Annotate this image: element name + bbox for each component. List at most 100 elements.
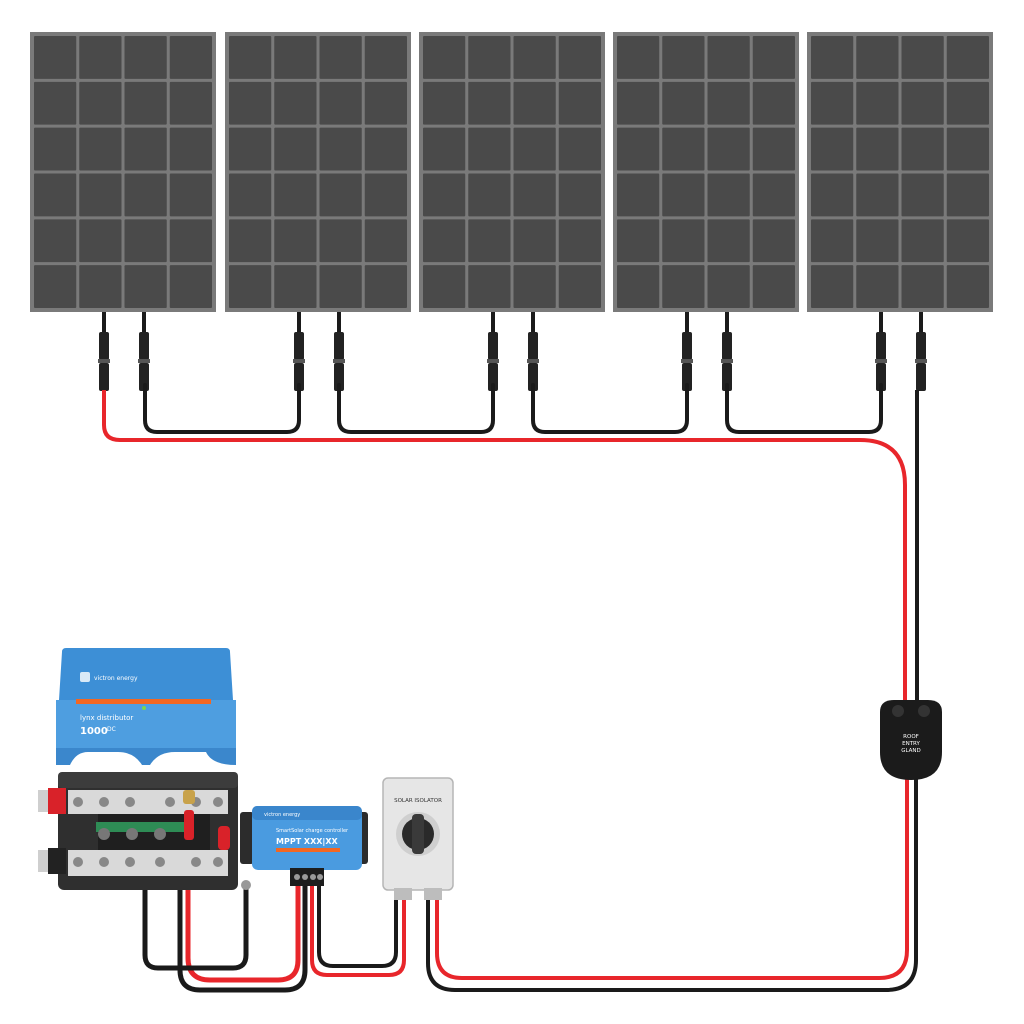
- pv-cell: [856, 173, 899, 217]
- pv-cell: [856, 36, 899, 79]
- mc4-connector-positive: [527, 312, 539, 391]
- mppt-brand-text: victron energy: [264, 812, 300, 818]
- pv-cell: [513, 265, 556, 308]
- mc4-connector-positive: [138, 312, 150, 391]
- victron-logo-icon: [80, 672, 90, 682]
- pv-cell: [169, 81, 212, 125]
- lynx-base: [38, 772, 238, 890]
- pv-cell: [707, 173, 750, 217]
- pv-cell: [124, 81, 167, 125]
- pv-cell: [124, 36, 167, 79]
- pv-cell: [662, 173, 705, 217]
- pv-cell: [319, 81, 362, 125]
- pv-cell: [364, 219, 407, 263]
- pv-cell: [662, 219, 705, 263]
- pv-cell: [558, 127, 601, 171]
- lynx-ground-cable: [142, 870, 249, 971]
- pv-cell: [468, 127, 511, 171]
- pv-cell: [811, 219, 854, 263]
- mppt-orange-stripe: [276, 848, 340, 852]
- pv-cell: [513, 219, 556, 263]
- pv-cell: [423, 173, 466, 217]
- pv-cell: [34, 265, 77, 308]
- pv-cell: [946, 81, 989, 125]
- pv-cell: [229, 173, 272, 217]
- pv-cell: [274, 127, 317, 171]
- pv-cell: [811, 81, 854, 125]
- pv-cell: [423, 36, 466, 79]
- pv-cell: [124, 219, 167, 263]
- pv-cell: [274, 219, 317, 263]
- pv-cell: [274, 81, 317, 125]
- pv-cell: [124, 265, 167, 308]
- pv-cell: [229, 219, 272, 263]
- pv-cell: [169, 127, 212, 171]
- mc4-connector-negative: [293, 312, 305, 391]
- pv-cell: [811, 36, 854, 79]
- pv-cell: [901, 173, 944, 217]
- pv-cell: [169, 173, 212, 217]
- pv-cell: [79, 127, 122, 171]
- pv-cell: [319, 127, 362, 171]
- pv-cell: [513, 81, 556, 125]
- pv-cell: [169, 265, 212, 308]
- solar-panel-1: [30, 32, 216, 312]
- pv-cell: [364, 265, 407, 308]
- gland-label-line3: GLAND: [901, 748, 921, 754]
- pv-cell: [423, 127, 466, 171]
- pv-cell: [34, 219, 77, 263]
- pv-cell: [34, 173, 77, 217]
- roof-entry-gland: ROOF ENTRY GLAND: [880, 700, 942, 780]
- pv-cell: [811, 265, 854, 308]
- pv-cell: [229, 265, 272, 308]
- mc4-connector-negative: [98, 312, 110, 391]
- pv-cell: [34, 81, 77, 125]
- isolator-to-mppt-negative: [317, 885, 398, 968]
- pv-cell: [946, 219, 989, 263]
- array-positive-wire: [102, 390, 907, 705]
- negative-busbar-cap: [48, 848, 66, 874]
- pv-cell: [79, 36, 122, 79]
- pv-cell: [752, 36, 795, 79]
- pv-cell: [856, 81, 899, 125]
- pv-cell: [364, 127, 407, 171]
- pv-cell: [707, 219, 750, 263]
- pv-cell: [617, 173, 660, 217]
- pv-cell: [856, 127, 899, 171]
- mc4-connector-positive: [333, 312, 345, 391]
- pv-cell: [752, 219, 795, 263]
- pv-cell: [513, 36, 556, 79]
- series-interconnect-wires: [143, 383, 883, 434]
- pv-cell: [946, 173, 989, 217]
- pv-cell: [79, 219, 122, 263]
- solar-panel-array: [30, 32, 993, 391]
- solar-isolator[interactable]: SOLAR ISOLATOR: [382, 777, 454, 900]
- pv-cell: [617, 127, 660, 171]
- pv-cell: [79, 81, 122, 125]
- pv-cell: [752, 173, 795, 217]
- pv-negative-cable: [426, 770, 918, 992]
- solar-panel-5: [807, 32, 993, 312]
- pv-cell: [617, 265, 660, 308]
- pv-cell: [468, 265, 511, 308]
- pv-cell: [662, 127, 705, 171]
- pv-cell: [558, 81, 601, 125]
- solar-panel-4: [613, 32, 799, 312]
- pv-cell: [707, 265, 750, 308]
- pv-cell: [901, 36, 944, 79]
- mppt-charge-controller: victron energy SmartSolar charge control…: [240, 806, 368, 890]
- pv-cell: [856, 265, 899, 308]
- pv-cell: [364, 36, 407, 79]
- orange-stripe: [76, 699, 211, 704]
- pv-cell: [364, 173, 407, 217]
- pv-cell: [811, 173, 854, 217]
- pv-cell: [319, 219, 362, 263]
- lynx-product-text: lynx distributor: [80, 714, 133, 722]
- lynx-rating-text: 1000: [80, 726, 108, 737]
- pv-cell: [34, 127, 77, 171]
- pv-cell: [513, 127, 556, 171]
- pv-cell: [901, 81, 944, 125]
- pv-cell: [274, 265, 317, 308]
- isolator-to-mppt-positive: [310, 885, 406, 977]
